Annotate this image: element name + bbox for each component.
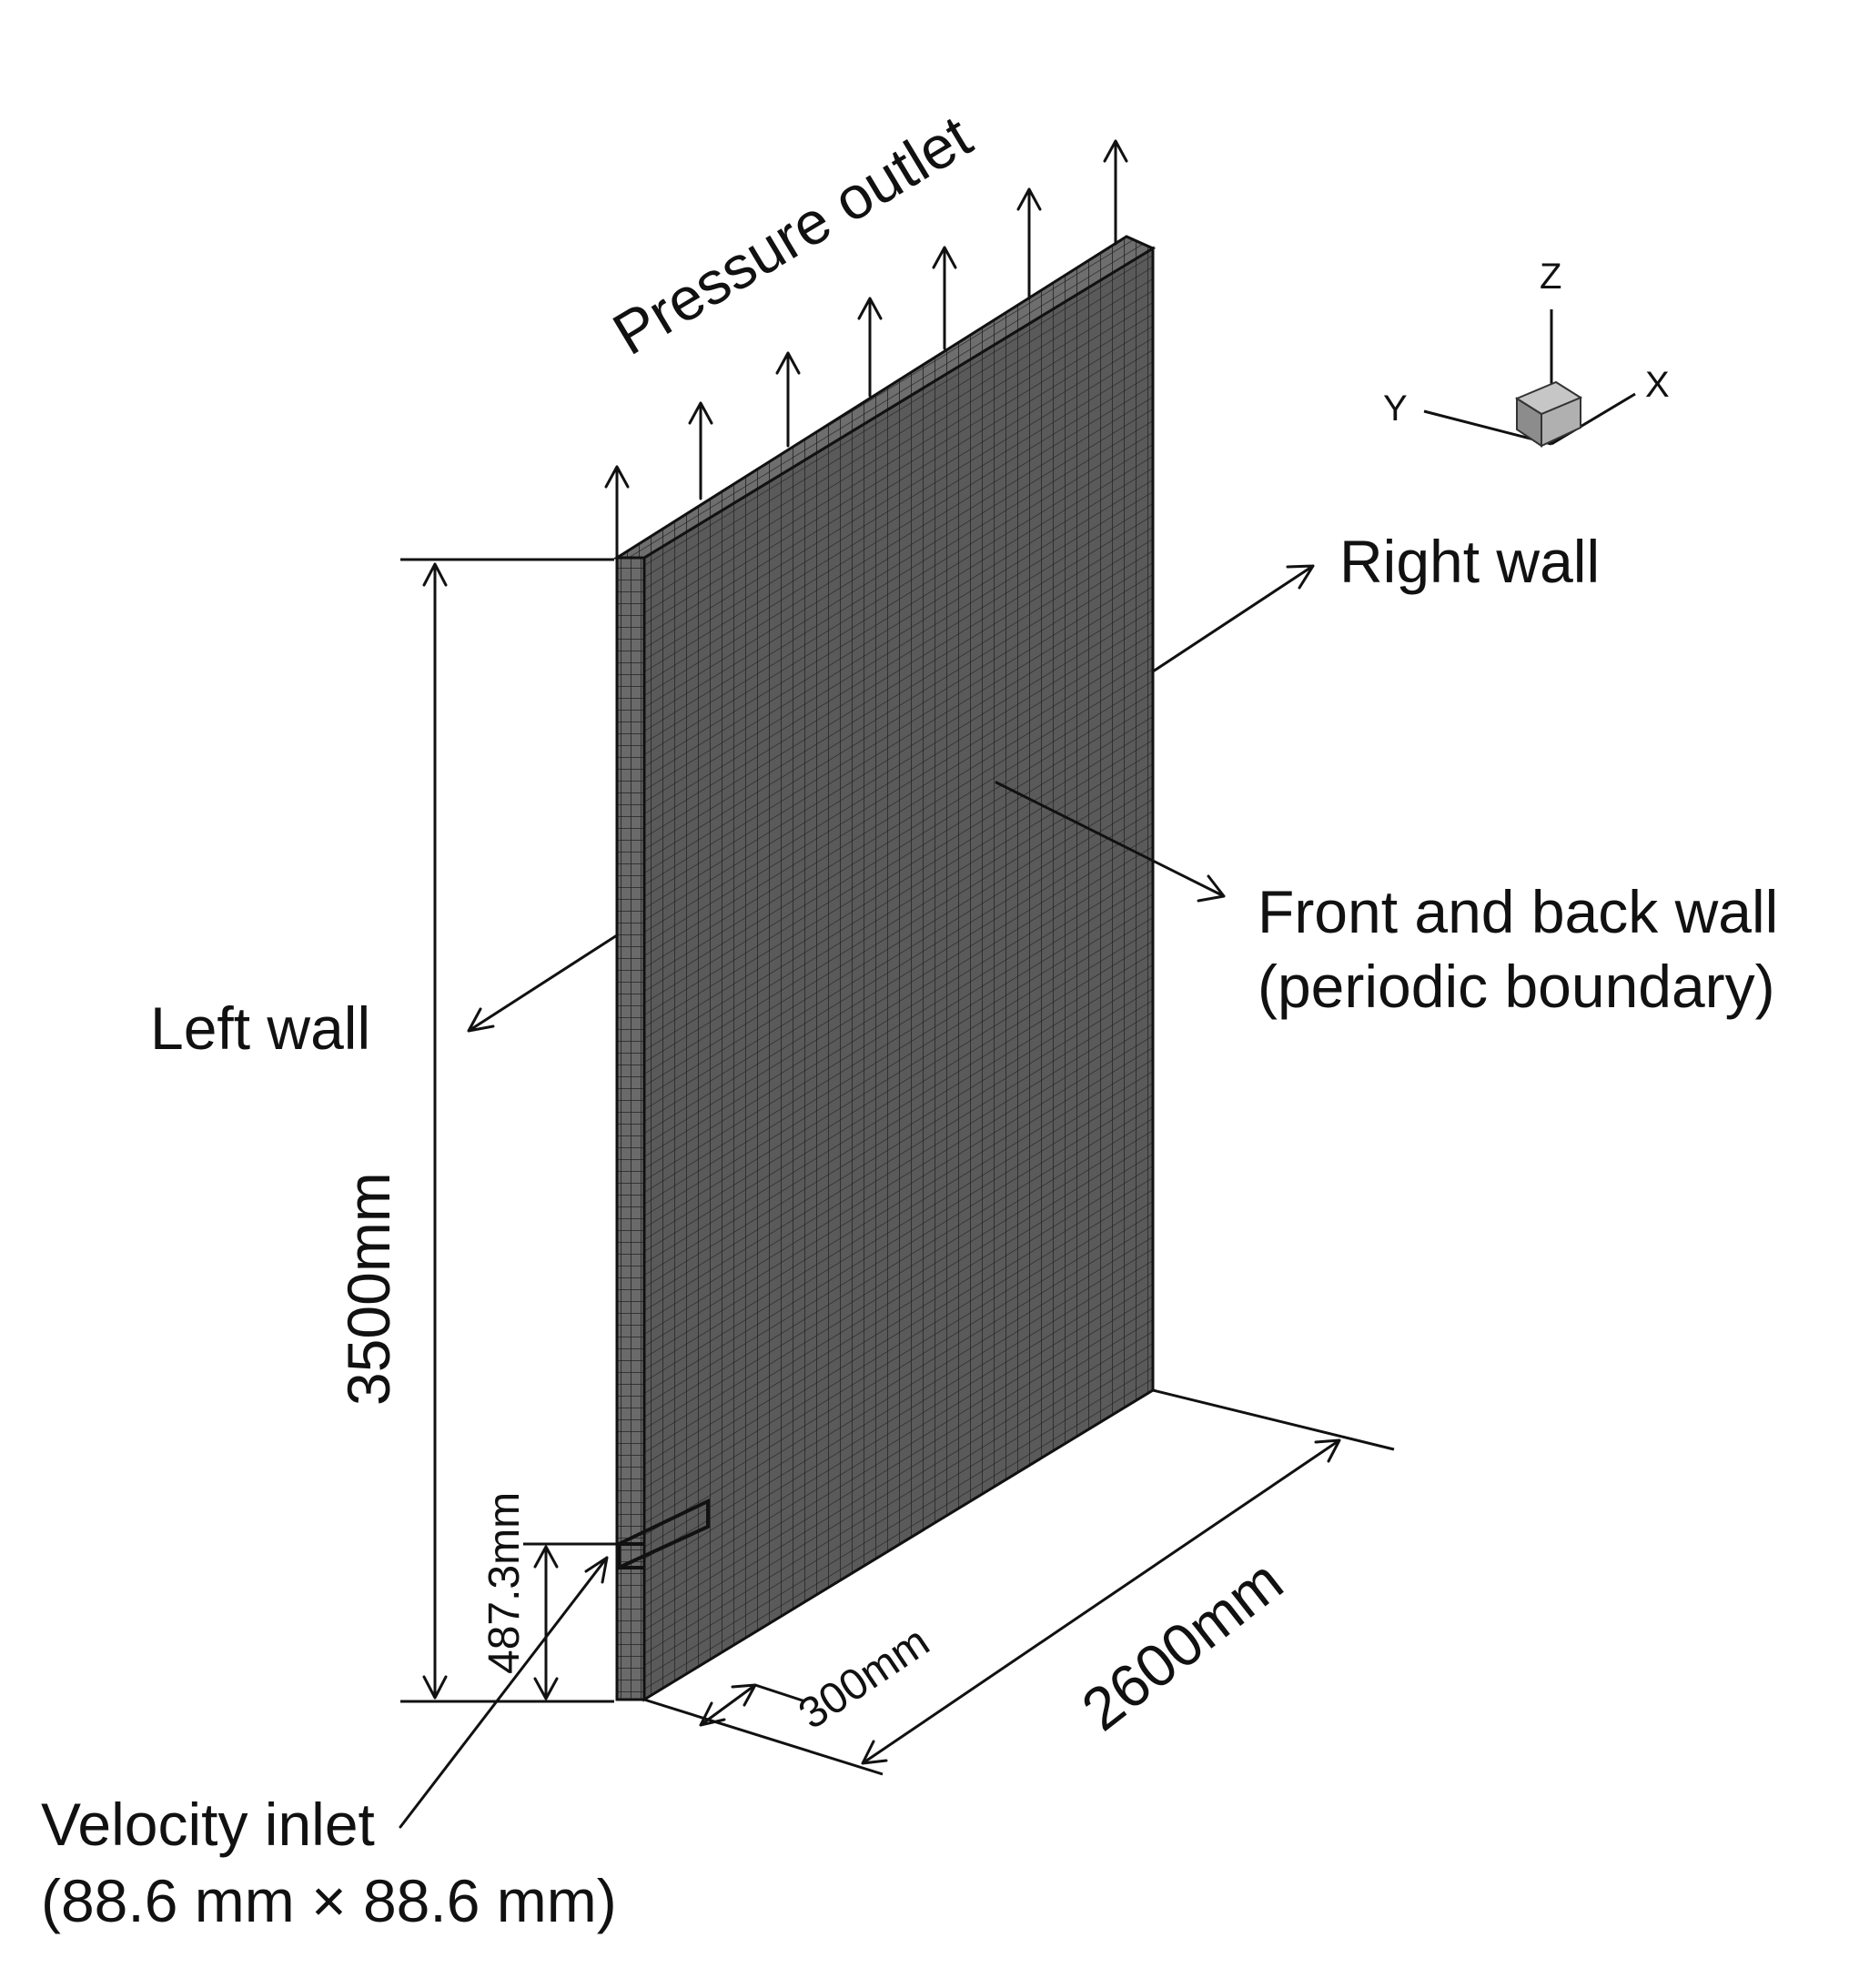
outlet-arrow — [1103, 139, 1128, 246]
velocity-inlet-patch — [617, 1498, 710, 1571]
height-dimension — [400, 558, 614, 1703]
front-back-label-line2: (periodic boundary) — [1258, 953, 1775, 1020]
thickness-label: 300mm — [791, 1618, 938, 1739]
outlet-arrow — [1016, 187, 1042, 300]
left-face-mesh — [615, 556, 646, 1701]
front-back-arrow — [995, 781, 1226, 903]
axis-y-label: Y — [1383, 389, 1408, 429]
width-label: 2600mm — [1069, 1547, 1295, 1743]
left-wall-arrow — [467, 933, 619, 1033]
width-dimension — [861, 1388, 1395, 1765]
thickness-dimension — [643, 1683, 884, 1776]
axis-z-label: Z — [1540, 257, 1561, 297]
velocity-inlet-label-line2: (88.6 mm × 88.6 mm) — [41, 1867, 617, 1934]
velocity-inlet-label-line1: Velocity inlet — [41, 1791, 375, 1858]
right-wall-label: Right wall — [1339, 528, 1600, 595]
outlet-arrows — [604, 139, 1128, 560]
outlet-arrow — [932, 246, 957, 350]
right-wall-arrow — [1151, 564, 1315, 673]
axis-triad: Z Y X — [1383, 257, 1670, 448]
axis-x-label: X — [1645, 365, 1670, 405]
triad-cube — [1514, 380, 1583, 448]
height-dimension-label: 3500mm — [335, 1172, 402, 1406]
outlet-arrow — [688, 401, 713, 500]
outlet-arrow — [604, 465, 630, 560]
left-wall-label: Left wall — [150, 994, 370, 1062]
velocity-inlet-arrow — [399, 1556, 609, 1829]
outlet-arrow — [857, 297, 883, 398]
inlet-height-label: 487.3mm — [480, 1492, 529, 1674]
pressure-outlet-label: Pressure outlet — [601, 102, 983, 368]
computational-domain — [611, 235, 1157, 1702]
front-face-mesh — [642, 246, 1155, 1702]
outlet-arrow — [775, 351, 801, 448]
front-back-label-line1: Front and back wall — [1258, 878, 1778, 945]
inlet-height-dimension — [523, 1542, 619, 1700]
top-face-mesh — [611, 235, 1157, 560]
